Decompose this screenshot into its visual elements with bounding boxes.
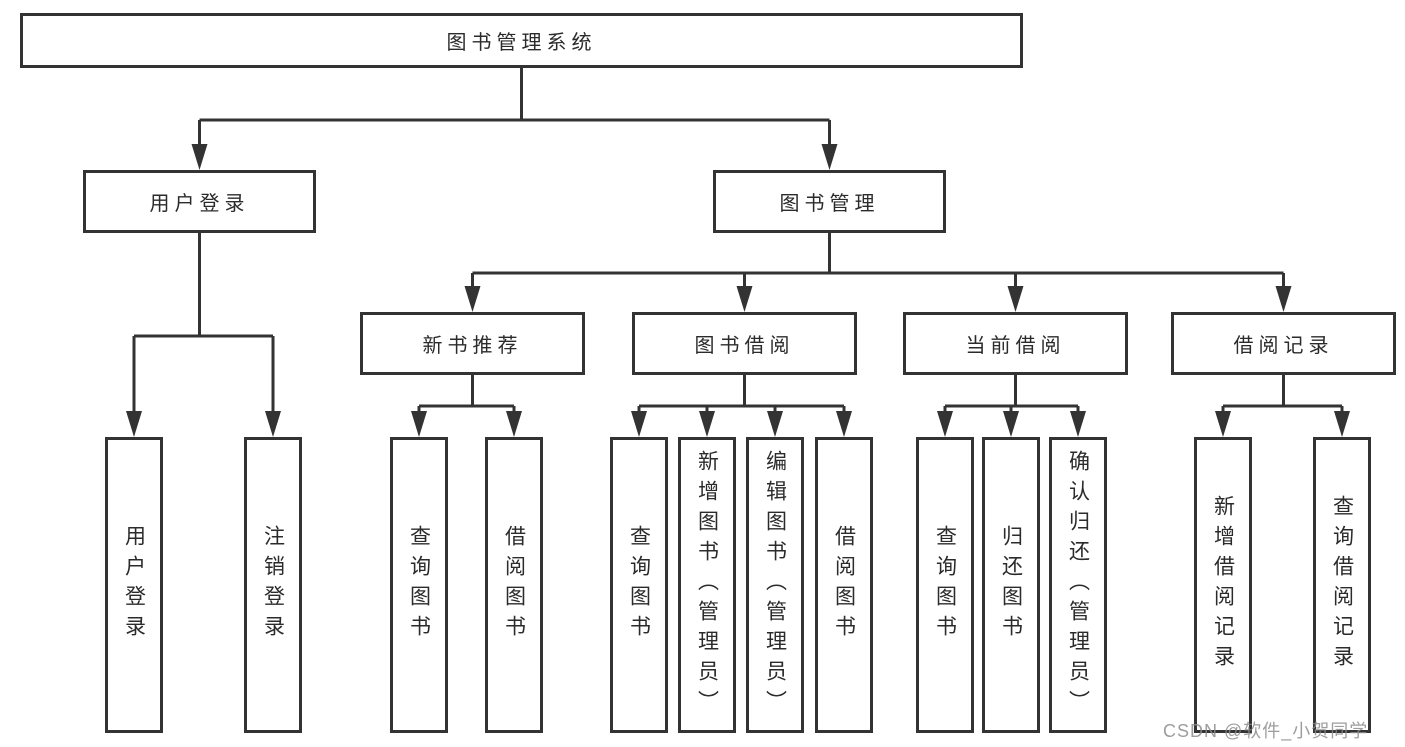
leaf-label: 注销登录 — [261, 525, 285, 645]
leaf-borrow-books-recommend: 借阅图书 — [485, 437, 543, 733]
leaf-query-books-borrowing: 查询图书 — [610, 437, 668, 733]
leaf-label: 新增借阅记录 — [1211, 495, 1235, 675]
leaf-query-books-current: 查询图书 — [916, 437, 974, 733]
leaf-label: 归还图书 — [999, 525, 1023, 645]
node-label: 图书管理系统 — [446, 32, 597, 54]
leaf-label: 编辑图书（管理员） — [763, 450, 787, 720]
arrowheads — [126, 144, 1350, 437]
leaf-query-borrow-record: 查询借阅记录 — [1313, 437, 1371, 733]
node-label: 新书推荐 — [422, 335, 523, 357]
leaf-label: 确认归还（管理员） — [1066, 450, 1090, 720]
leaf-logout: 注销登录 — [244, 437, 302, 733]
leaf-label: 查询图书 — [933, 525, 957, 645]
leaf-label: 查询图书 — [407, 525, 431, 645]
node-label: 当前借阅 — [965, 335, 1066, 357]
node-book-management: 图书管理 — [713, 170, 946, 233]
node-label: 图书管理 — [779, 193, 880, 215]
node-borrowing-records: 借阅记录 — [1171, 312, 1396, 375]
leaf-label: 借阅图书 — [832, 525, 856, 645]
node-root-system: 图书管理系统 — [20, 13, 1023, 68]
leaf-user-login: 用户登录 — [105, 437, 163, 733]
node-book-borrowing: 图书借阅 — [632, 312, 857, 375]
leaf-add-book-admin: 新增图书（管理员） — [678, 437, 736, 733]
node-new-book-recommend: 新书推荐 — [360, 312, 585, 375]
csdn-watermark: CSDN @软件_小贺同学 — [1163, 721, 1369, 741]
leaf-query-books-recommend: 查询图书 — [390, 437, 448, 733]
leaf-label: 查询借阅记录 — [1330, 495, 1354, 675]
leaf-borrow-books-borrowing: 借阅图书 — [815, 437, 873, 733]
leaf-return-book: 归还图书 — [982, 437, 1040, 733]
leaf-label: 借阅图书 — [502, 525, 526, 645]
leaf-edit-book-admin: 编辑图书（管理员） — [746, 437, 804, 733]
node-label: 图书借阅 — [694, 335, 795, 357]
node-user-login: 用户登录 — [83, 170, 316, 233]
leaf-label: 新增图书（管理员） — [695, 450, 719, 720]
leaf-label: 用户登录 — [122, 525, 146, 645]
node-label: 借阅记录 — [1233, 335, 1334, 357]
node-label: 用户登录 — [149, 193, 250, 215]
leaf-add-borrow-record: 新增借阅记录 — [1194, 437, 1252, 733]
leaf-label: 查询图书 — [627, 525, 651, 645]
node-current-borrowing: 当前借阅 — [903, 312, 1128, 375]
leaf-confirm-return-admin: 确认归还（管理员） — [1049, 437, 1107, 733]
